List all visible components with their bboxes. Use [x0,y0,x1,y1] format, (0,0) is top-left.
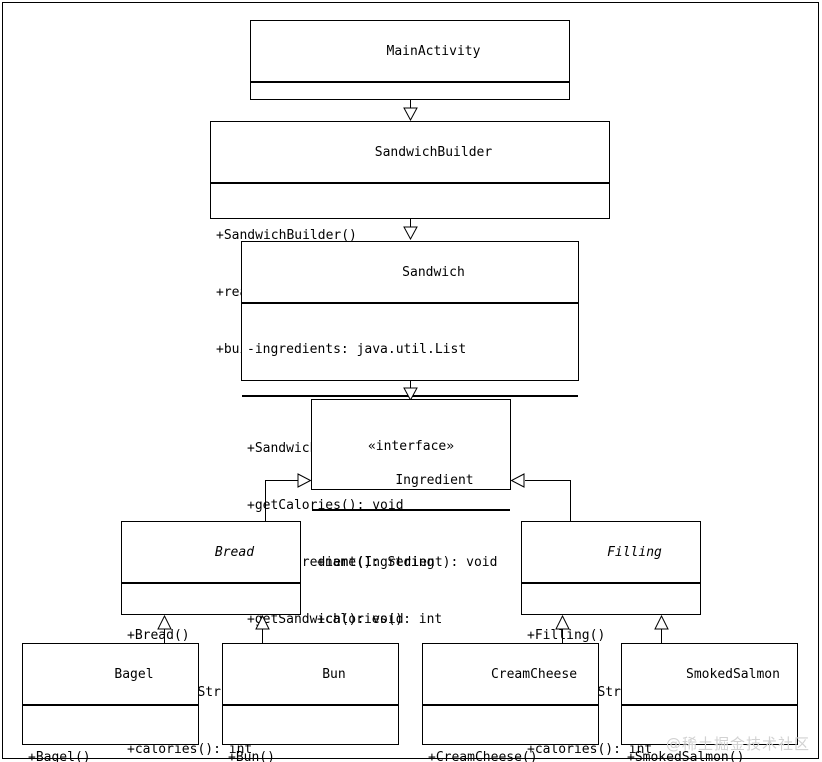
class-box-ingredient[interactable]: «interface» Ingredient +name(): String +… [311,399,511,627]
watermark-text: @稀土掘金技术社区 [665,735,810,753]
operation-row: +Bun() [228,750,275,762]
operation-row: +SmokedSalmon() [627,750,745,762]
hollow-triangle-down-icon [403,387,418,401]
class-name-sandwich: Sandwich [242,242,578,303]
class-name-bagel: Bagel [23,644,198,705]
hollow-triangle-up-icon [157,615,172,630]
operations-compartment-smokedsalmon: +SmokedSalmon() +name(): String +calorie… [622,705,797,762]
operation-row: +SandwichBuilder() [216,228,357,243]
operation-row: +calories(): int [317,612,443,627]
class-box-creamcheese[interactable]: CreamCheese +CreamCheese() +name(): Stri… [422,643,599,762]
connector-bagel-bread [164,629,165,644]
connector-bread-ingredient-vertical [265,480,266,521]
class-name-sandwichbuilder: SandwichBuilder [211,122,609,183]
class-name-smokedsalmon: SmokedSalmon [622,644,797,705]
connector-filling-ingredient-vertical [570,480,571,521]
operation-row: +calories(): int [527,742,653,757]
class-name-creamcheese: CreamCheese [423,644,598,705]
operation-row: +Bread() [127,628,190,643]
connector-mainactivity-sandwichbuilder [410,100,411,111]
operations-compartment-bun: +Bun() +name(): String +calories(): int [223,705,398,762]
hollow-triangle-down-icon [403,226,418,240]
operations-compartment-creamcheese: +CreamCheese() +name(): String +calories… [423,705,598,762]
stereotype-label: «interface» [367,439,455,454]
hollow-triangle-up-icon [654,615,669,630]
hollow-triangle-up-icon [555,615,570,630]
attribute-row: -ingredients: java.util.List [247,342,467,357]
class-box-sandwich[interactable]: Sandwich -ingredients: java.util.List +S… [241,241,579,627]
hollow-triangle-down-icon [403,107,418,121]
class-box-filling[interactable]: Filling +Filling() +name(): String +calo… [521,521,701,757]
class-name-bread: Bread [122,522,300,583]
class-name-mainactivity: MainActivity [251,21,569,82]
class-box-smokedsalmon[interactable]: SmokedSalmon +SmokedSalmon() +name(): St… [621,643,798,762]
class-box-bun[interactable]: Bun +Bun() +name(): String +calories(): … [222,643,399,762]
hollow-triangle-right-icon [297,473,312,488]
class-box-sandwichbuilder[interactable]: SandwichBuilder +SandwichBuilder() +read… [210,121,610,357]
connector-filling-ingredient-horizontal [525,480,571,481]
connector-sandwichbuilder-sandwich [410,219,411,230]
class-name-filling: Filling [522,522,700,583]
operation-row: +calories(): int [127,742,253,757]
connector-sandwich-ingredient [410,381,411,392]
operation-row: +Bagel() [28,750,91,762]
connector-bun-bread [262,629,263,644]
hollow-triangle-left-icon [510,473,525,488]
operation-row: +Filling() [527,628,606,643]
operation-row: +getSandwich(): void [247,612,404,627]
operations-compartment-ingredient: +name(): String +calories(): int [312,510,510,671]
class-box-bagel[interactable]: Bagel +Bagel() +name(): String +calories… [22,643,199,762]
connector-smokedsalmon-filling [661,629,662,644]
operation-row: +CreamCheese() [428,750,538,762]
class-box-mainactivity[interactable]: MainActivity +MainActivity() #onCreate(B… [250,20,570,199]
connector-creamcheese-filling [562,629,563,644]
class-name-ingredient: «interface» Ingredient [312,400,510,510]
connector-bread-ingredient-horizontal [265,480,298,481]
operation-row: +name(): String [317,555,435,570]
class-box-bread[interactable]: Bread +Bread() +name(): String +calories… [121,521,301,757]
class-name-bun: Bun [223,644,398,705]
operations-compartment-bagel: +Bagel() +name(): String +calories(): in… [23,705,198,762]
hollow-triangle-up-icon [255,615,270,630]
